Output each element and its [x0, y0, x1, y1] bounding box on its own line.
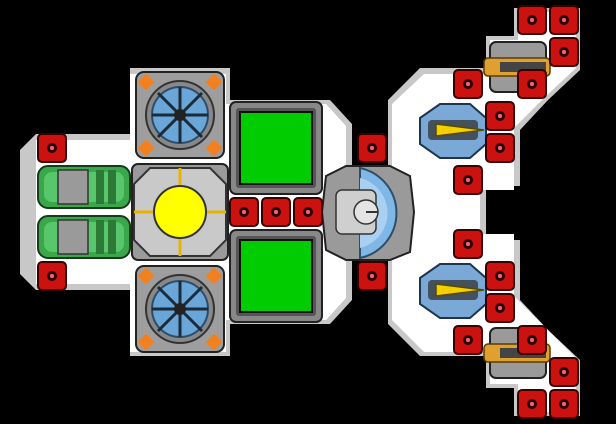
- armor-plate-icon[interactable]: [485, 293, 515, 323]
- cooling-fan-top[interactable]: [135, 71, 225, 159]
- laser-bottom[interactable]: [419, 263, 487, 319]
- armor-plate-icon[interactable]: [357, 133, 387, 163]
- armor-plate-icon[interactable]: [229, 197, 259, 227]
- armor-plate-icon[interactable]: [549, 37, 579, 67]
- armor-plate-icon[interactable]: [453, 69, 483, 99]
- armor-plate-icon[interactable]: [357, 261, 387, 291]
- cargo-top[interactable]: [229, 101, 323, 195]
- engine-left-top[interactable]: [37, 165, 131, 209]
- armor-plate-icon[interactable]: [485, 133, 515, 163]
- armor-plate-icon[interactable]: [485, 261, 515, 291]
- armor-plate-icon[interactable]: [261, 197, 291, 227]
- armor-blocks: [37, 5, 579, 419]
- laser-top[interactable]: [419, 103, 487, 159]
- armor-plate-icon[interactable]: [517, 5, 547, 35]
- reactor-core[interactable]: [131, 163, 229, 261]
- armor-plate-icon[interactable]: [37, 133, 67, 163]
- armor-plate-icon[interactable]: [549, 357, 579, 387]
- armor-plate-icon[interactable]: [37, 261, 67, 291]
- armor-plate-icon[interactable]: [549, 389, 579, 419]
- armor-plate-icon[interactable]: [517, 69, 547, 99]
- cooling-fan-bottom[interactable]: [135, 265, 225, 353]
- armor-plate-icon[interactable]: [453, 229, 483, 259]
- armor-plate-icon[interactable]: [549, 5, 579, 35]
- armor-plate-icon[interactable]: [293, 197, 323, 227]
- armor-plate-icon[interactable]: [453, 325, 483, 355]
- armor-plate-icon[interactable]: [485, 101, 515, 131]
- bridge-cockpit[interactable]: [320, 165, 416, 261]
- armor-plate-icon[interactable]: [517, 389, 547, 419]
- engine-left-bottom[interactable]: [37, 215, 131, 259]
- armor-plate-icon[interactable]: [453, 165, 483, 195]
- cargo-bottom[interactable]: [229, 229, 323, 323]
- armor-plate-icon[interactable]: [517, 325, 547, 355]
